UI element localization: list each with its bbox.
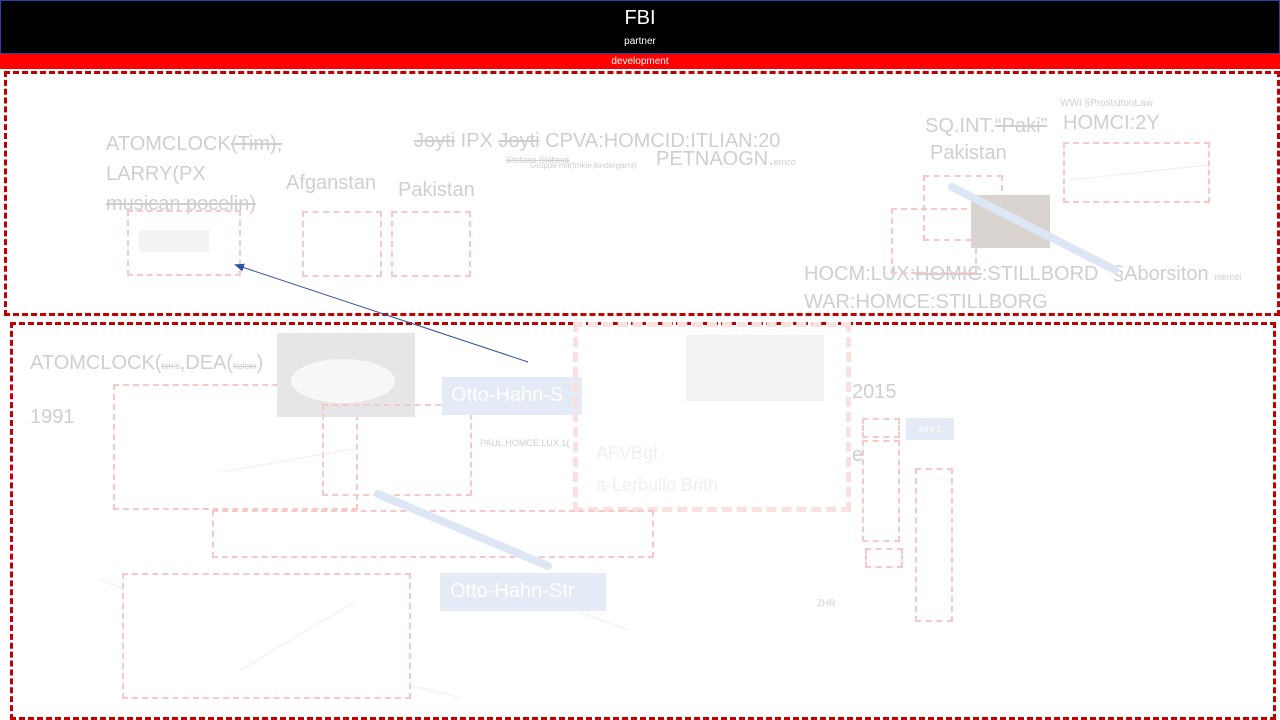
faint-line-5 — [411, 685, 463, 699]
atomclock-struck: (Tim), — [230, 133, 283, 155]
center-frame: AFVBgt a-Lerbullo Brith — [573, 322, 851, 512]
header-title: FBI — [624, 7, 656, 29]
hocm-tail: :STILLBORD — [981, 263, 1099, 285]
aborsiton-label: §Aborsiton mercel — [1113, 263, 1241, 286]
joyti-label: Joyti IPX Joyti CPVA:HOMCID:ITLIAN:20 — [414, 130, 780, 153]
highlight-line-2 — [374, 490, 552, 570]
faint-line-6 — [579, 611, 629, 631]
photo-frame-3 — [391, 211, 471, 277]
small-tag: font 2 — [906, 418, 954, 440]
faint-line-4 — [99, 579, 123, 589]
letter-e: e — [852, 444, 864, 466]
photo-frame-2 — [302, 211, 382, 277]
otto-hahn-top-text: Otto-Hahn-S — [451, 384, 564, 406]
petnaogn-text: PETNAOGN. — [656, 148, 774, 170]
development-banner — [0, 54, 1280, 69]
photo-frame-8 — [322, 404, 472, 496]
aborsiton-small: mercel — [1214, 272, 1242, 282]
atomclock-line3: musican pocelin) — [106, 193, 257, 215]
otto-hahn-sign-top: Otto-Hahn-S — [442, 377, 582, 415]
atomclock-prefix: ATOMCLOCK — [106, 133, 231, 155]
card-text-2: a-Lerbullo Brith — [596, 475, 719, 495]
paul-label: PAUL.HOMCE.LUX.1( — [480, 438, 570, 448]
joyti-tail: CPVA:HOMCID:ITLIAN:20 — [539, 130, 781, 152]
development-label: development — [611, 56, 669, 67]
stefans-label: Stefans Skifond — [506, 155, 570, 165]
hocm-label: HOCM:LUX:HOMIC:STILLBORD — [804, 263, 1099, 286]
header-bar — [0, 0, 1280, 54]
highlight-line-1 — [948, 183, 1119, 274]
homci-label: HOMCI:2Y — [1063, 112, 1160, 134]
powder-photo — [277, 333, 415, 417]
photo-frame-1 — [127, 210, 241, 276]
joyti-middle: IPX — [455, 130, 499, 152]
joyti-struck-2: Joyti — [498, 130, 540, 152]
sq-int-text: SQ.INT. — [925, 115, 996, 137]
sq-int-struck: “Paki” — [995, 115, 1048, 137]
atomclock-line2: LARRY(PX — [106, 163, 206, 185]
arrow-connector — [234, 263, 529, 363]
hocm-prefix: HOCM:LUX: — [804, 263, 916, 285]
atomclock-dea-prefix: ATOMCLOCK( — [30, 352, 162, 374]
frame-small-1 — [862, 418, 900, 438]
atomclock-dea-label: ATOMCLOCK(tim's,DEA(kelein) — [30, 352, 263, 375]
faint-line-1 — [221, 447, 359, 473]
otto-hahn-bottom-text: Otto-Hahn-Str — [450, 580, 575, 602]
otto-hahn-sign-bottom: Otto-Hahn-Str — [440, 573, 606, 611]
year-1991: 1991 — [30, 406, 75, 428]
hocm-struck: HOMIC — [915, 263, 982, 285]
card-text-1: AFVBgt — [596, 443, 659, 463]
petnaogn-label: PETNAOGN.emco — [656, 148, 796, 171]
frame-small-2 — [865, 548, 903, 568]
atomclock-dea-small-2: kelein — [233, 361, 257, 371]
wwi-label: WWI §ProstsitonLaw — [1060, 98, 1153, 109]
afganstan-label: Afganstan — [286, 172, 377, 194]
small-note: Gruppe mit(frnkie,kindergarnt) — [530, 161, 637, 170]
faint-line-2 — [239, 601, 356, 671]
long-banner-frame — [212, 510, 654, 558]
faint-line-3 — [1069, 164, 1209, 181]
small-tag-text: font 2 — [918, 424, 942, 434]
petnaogn-small: emco — [773, 157, 796, 167]
atomclock-label: ATOMCLOCK(Tim), LARRY(PX musican pocelin… — [106, 129, 282, 219]
joyti-struck-1: Joyti — [414, 130, 456, 152]
frame-tall-2 — [915, 468, 953, 622]
atomclock-dea-mid: ,DEA( — [179, 352, 234, 374]
zhr-label: ZHR — [817, 598, 836, 608]
header-subtitle: partner — [624, 36, 656, 47]
sq-int-label: SQ.INT.“Paki” — [925, 115, 1047, 138]
photo-frame-9 — [122, 573, 411, 699]
photo-frame-6 — [1063, 142, 1210, 203]
top-section — [4, 71, 1280, 316]
atomclock-dea-small-1: tim's — [161, 361, 180, 371]
atomclock-dea-suffix: ) — [256, 352, 264, 374]
aborsiton-text: §Aborsiton — [1113, 263, 1209, 285]
frame-tall-1 — [862, 440, 900, 542]
pakistan-left-label: Pakistan — [398, 179, 475, 201]
pakistan-right-label: Pakistan — [930, 142, 1007, 164]
year-2015: 2015 — [852, 381, 897, 403]
photo-frame-7 — [113, 384, 358, 510]
war-label: WAR:HOMCE:STILLBORG — [804, 291, 1048, 313]
